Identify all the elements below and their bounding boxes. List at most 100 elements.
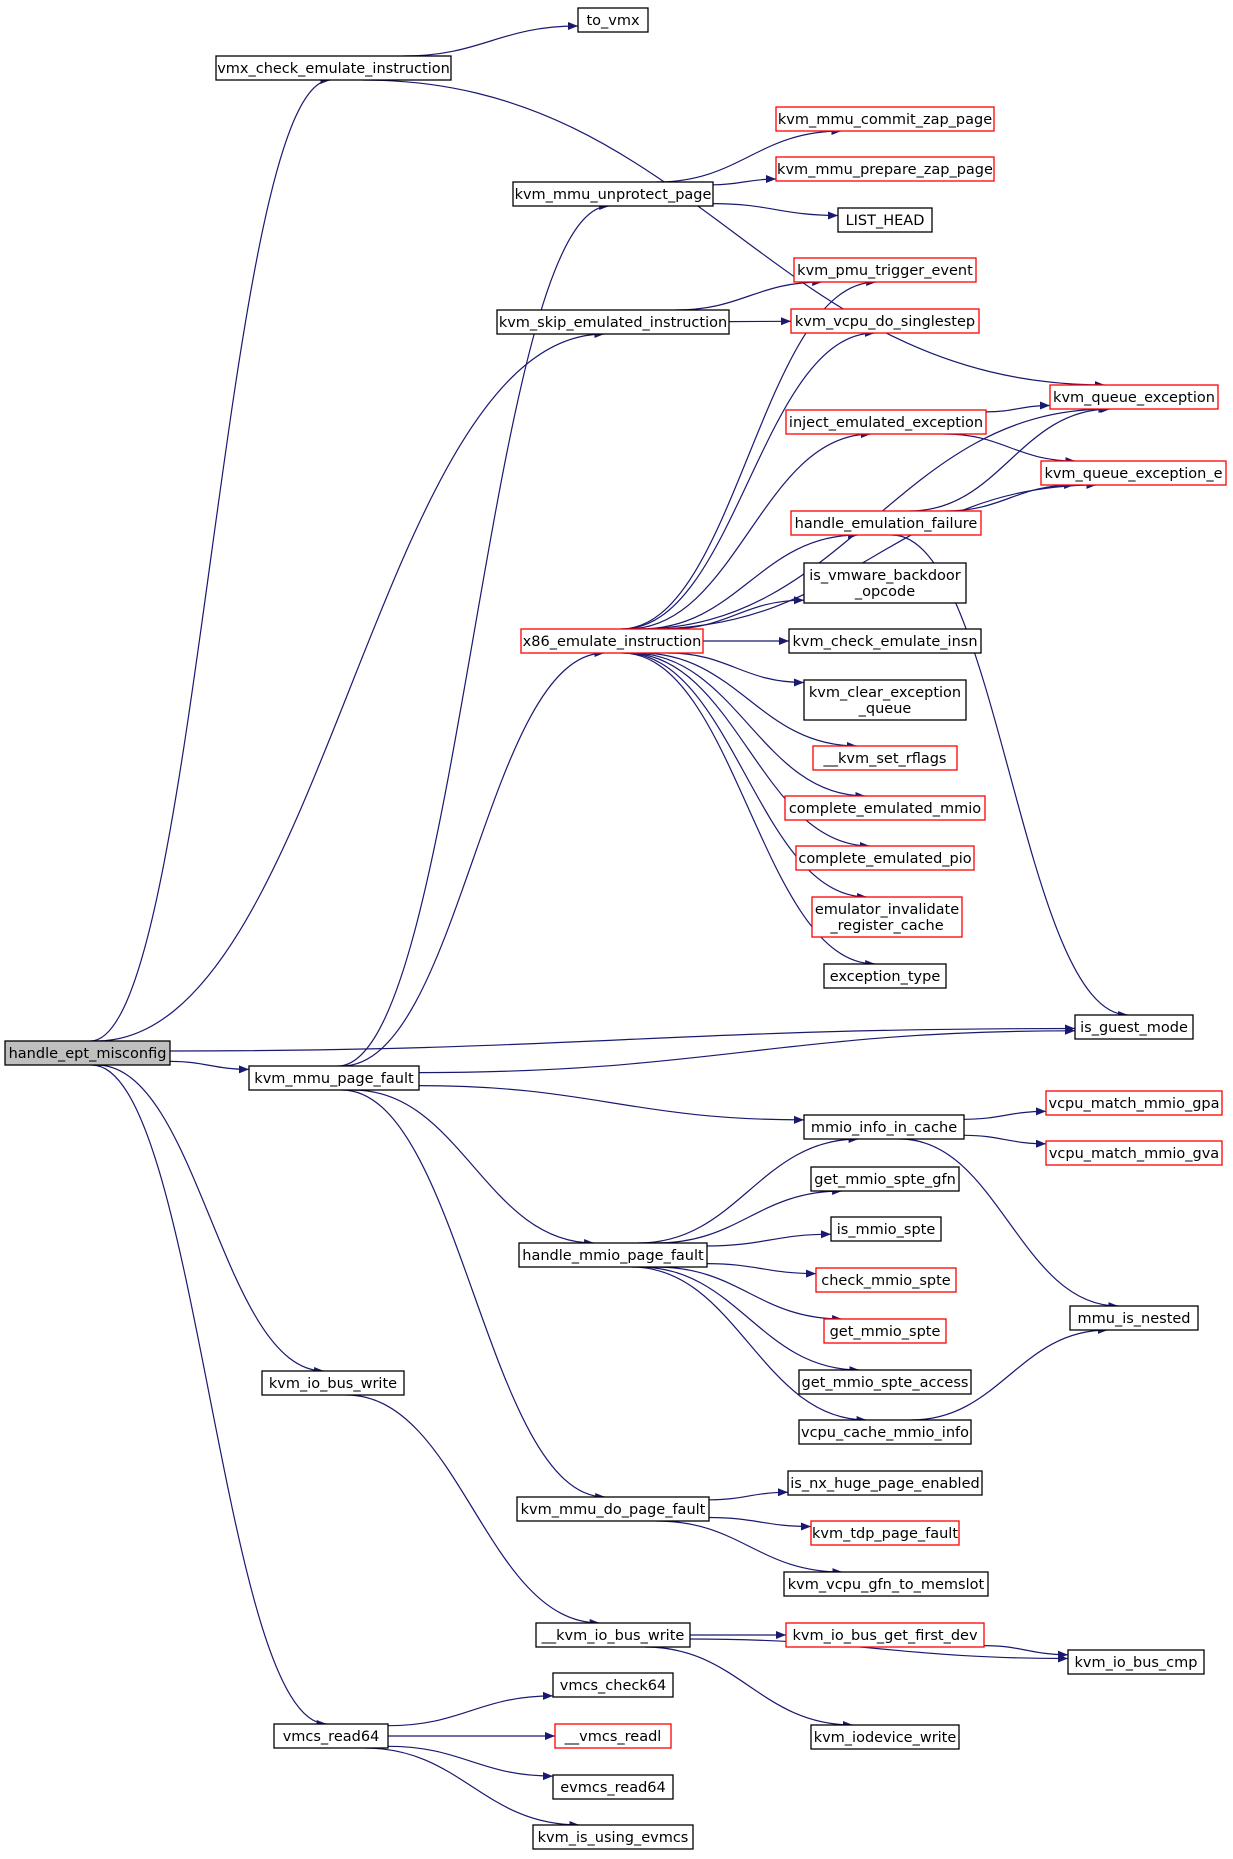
- node-kvm_is_using_evmcs[interactable]: kvm_is_using_evmcs: [532, 1824, 694, 1850]
- node-label: vcpu_cache_mmio_info: [801, 1425, 969, 1441]
- node-vmcs_read64[interactable]: vmcs_read64: [273, 1723, 389, 1749]
- node-check_mmio_spte[interactable]: check_mmio_spte: [815, 1267, 957, 1293]
- node-box: [520, 628, 704, 654]
- edge-kvm_mmu_do_page_fault-to-is_nx_huge_page_enabled: [708, 1488, 789, 1501]
- node-complete_emulated_pio[interactable]: complete_emulated_pio: [795, 845, 975, 871]
- edge-x86_emulate_instruction-to-inject_emulated_exception: [626, 430, 872, 630]
- node-label: inject_emulated_exception: [789, 415, 983, 431]
- edge-kvm_mmu_do_page_fault-to-kvm_tdp_page_fault: [708, 1516, 812, 1531]
- node-is_guest_mode[interactable]: is_guest_mode: [1074, 1014, 1194, 1040]
- edge-kvm_io_bus_write-to-__kvm_io_bus_write: [346, 1394, 600, 1627]
- node-label: complete_emulated_pio: [798, 851, 971, 867]
- node-label: evmcs_read64: [560, 1780, 666, 1796]
- node-x86_emulate_instruction[interactable]: x86_emulate_instruction: [520, 628, 704, 654]
- node-is_mmio_spte[interactable]: is_mmio_spte: [830, 1216, 942, 1242]
- node-handle_ept_misconfig[interactable]: handle_ept_misconfig: [4, 1040, 171, 1066]
- node-label: kvm_queue_exception_e: [1044, 466, 1222, 482]
- node-label: mmu_is_nested: [1078, 1311, 1191, 1327]
- node-kvm_tdp_page_fault[interactable]: kvm_tdp_page_fault: [810, 1520, 960, 1546]
- node-label: is_vmware_backdoor: [809, 568, 961, 584]
- node-box: [1069, 1305, 1199, 1331]
- node-kvm_io_bus_get_first_dev[interactable]: kvm_io_bus_get_first_dev: [785, 1622, 985, 1648]
- node-mmio_info_in_cache[interactable]: mmio_info_in_cache: [803, 1114, 965, 1140]
- node-evmcs_read64[interactable]: evmcs_read64: [552, 1774, 674, 1800]
- node-kvm_clear_exception_queue[interactable]: kvm_clear_exception_queue: [803, 679, 967, 721]
- node-kvm_mmu_page_fault[interactable]: kvm_mmu_page_fault: [248, 1065, 420, 1091]
- node-get_mmio_spte_access[interactable]: get_mmio_spte_access: [798, 1369, 972, 1395]
- node-vcpu_match_mmio_gpa[interactable]: vcpu_match_mmio_gpa: [1045, 1090, 1223, 1116]
- node-label: handle_mmio_page_fault: [522, 1248, 704, 1264]
- node-mmu_is_nested[interactable]: mmu_is_nested: [1069, 1305, 1199, 1331]
- node-kvm_queue_exception[interactable]: kvm_queue_exception: [1049, 384, 1219, 410]
- node-handle_mmio_page_fault[interactable]: handle_mmio_page_fault: [518, 1242, 708, 1268]
- node-kvm_io_bus_cmp[interactable]: kvm_io_bus_cmp: [1067, 1649, 1205, 1675]
- node-label: kvm_mmu_commit_zap_page: [778, 112, 992, 128]
- node-kvm_iodevice_write[interactable]: kvm_iodevice_write: [810, 1724, 960, 1750]
- node-to_vmx[interactable]: to_vmx: [577, 7, 649, 33]
- node-kvm_io_bus_write[interactable]: kvm_io_bus_write: [261, 1370, 405, 1396]
- node-LIST_HEAD[interactable]: LIST_HEAD: [837, 207, 933, 233]
- edge-handle_emulation_failure-to-kvm_queue_exception_e: [945, 481, 1075, 512]
- node-kvm_mmu_prepare_zap_page[interactable]: kvm_mmu_prepare_zap_page: [775, 156, 995, 182]
- node-label: kvm_is_using_evmcs: [538, 1830, 689, 1846]
- edge-mmio_info_in_cache-to-vcpu_match_mmio_gva: [963, 1134, 1047, 1148]
- edge-handle_ept_misconfig-to-kvm_io_bus_write: [96, 1064, 325, 1375]
- node-handle_emulation_failure[interactable]: handle_emulation_failure: [790, 510, 982, 536]
- edge-kvm_mmu_page_fault-to-kvm_mmu_do_page_fault: [341, 1089, 606, 1501]
- node-is_nx_huge_page_enabled[interactable]: is_nx_huge_page_enabled: [787, 1470, 983, 1496]
- node-kvm_mmu_unprotect_page[interactable]: kvm_mmu_unprotect_page: [512, 181, 714, 207]
- node-is_vmware_backdoor_opcode[interactable]: is_vmware_backdoor_opcode: [803, 562, 967, 604]
- node-label: __kvm_set_rflags: [822, 751, 946, 767]
- node-kvm_mmu_do_page_fault[interactable]: kvm_mmu_do_page_fault: [516, 1496, 710, 1522]
- node-vmcs_check64[interactable]: vmcs_check64: [552, 1672, 674, 1698]
- edge-inject_emulated_exception-to-kvm_queue_exception: [985, 401, 1051, 413]
- edge-mmio_info_in_cache-to-vcpu_match_mmio_gpa: [963, 1107, 1047, 1120]
- node-vcpu_match_mmio_gva[interactable]: vcpu_match_mmio_gva: [1045, 1140, 1223, 1166]
- edge-kvm_mmu_page_fault-to-x86_emulate_instruction: [341, 649, 605, 1067]
- node-box: [512, 181, 714, 207]
- node-kvm_vcpu_gfn_to_memslot[interactable]: kvm_vcpu_gfn_to_memslot: [783, 1571, 989, 1597]
- edge-vmcs_read64-to-kvm_is_using_evmcs: [364, 1747, 580, 1829]
- node-box: [784, 795, 986, 821]
- node-kvm_queue_exception_e[interactable]: kvm_queue_exception_e: [1040, 460, 1227, 486]
- node-label: handle_emulation_failure: [795, 516, 978, 532]
- node-kvm_skip_emulated_instruction[interactable]: kvm_skip_emulated_instruction: [496, 309, 730, 335]
- edge-x86_emulate_instruction-to-kvm_pmu_trigger_event: [620, 278, 877, 630]
- node-emulator_invalidate_register_cache[interactable]: emulator_invalidate_register_cache: [811, 896, 963, 938]
- node-label: kvm_tdp_page_fault: [812, 1526, 958, 1542]
- node-get_mmio_spte_gfn[interactable]: get_mmio_spte_gfn: [810, 1166, 960, 1192]
- node-kvm_mmu_commit_zap_page[interactable]: kvm_mmu_commit_zap_page: [775, 106, 995, 132]
- node-kvm_check_emulate_insn[interactable]: kvm_check_emulate_insn: [788, 628, 982, 654]
- node-label: kvm_mmu_unprotect_page: [515, 187, 712, 203]
- node-box: [1040, 460, 1227, 486]
- node-__kvm_io_bus_write[interactable]: __kvm_io_bus_write: [535, 1622, 691, 1648]
- node-exception_type[interactable]: exception_type: [823, 963, 947, 989]
- node-box: [1045, 1090, 1223, 1116]
- node-label: kvm_pmu_trigger_event: [797, 263, 973, 279]
- node-box: [837, 207, 933, 233]
- node-box: [803, 562, 967, 604]
- node-label: get_mmio_spte: [830, 1324, 941, 1340]
- node-box: [273, 1723, 389, 1749]
- node-__kvm_set_rflags[interactable]: __kvm_set_rflags: [812, 745, 958, 771]
- node-complete_emulated_mmio[interactable]: complete_emulated_mmio: [784, 795, 986, 821]
- edge-kvm_mmu_page_fault-to-mmio_info_in_cache: [418, 1085, 805, 1124]
- node-kvm_pmu_trigger_event[interactable]: kvm_pmu_trigger_event: [793, 257, 977, 283]
- node-box: [798, 1369, 972, 1395]
- node-__vmcs_readl[interactable]: __vmcs_readl: [554, 1723, 672, 1749]
- node-inject_emulated_exception[interactable]: inject_emulated_exception: [785, 409, 987, 435]
- node-box: [552, 1672, 674, 1698]
- edge-x86_emulate_instruction-to-exception_type: [621, 652, 876, 968]
- node-vmx_check_emulate_instruction[interactable]: vmx_check_emulate_instruction: [215, 55, 452, 81]
- edge-handle_ept_misconfig-to-vmcs_read64: [91, 1064, 327, 1728]
- node-vcpu_cache_mmio_info[interactable]: vcpu_cache_mmio_info: [798, 1419, 972, 1445]
- node-get_mmio_spte[interactable]: get_mmio_spte: [823, 1318, 947, 1344]
- node-label: is_nx_huge_page_enabled: [790, 1476, 979, 1492]
- node-box: [793, 257, 977, 283]
- node-box: [1045, 1140, 1223, 1166]
- node-label: kvm_mmu_prepare_zap_page: [777, 162, 993, 178]
- node-box: [803, 679, 967, 721]
- node-kvm_vcpu_do_singlestep[interactable]: kvm_vcpu_do_singlestep: [790, 308, 980, 334]
- node-label: check_mmio_spte: [821, 1273, 951, 1289]
- node-label: x86_emulate_instruction: [523, 634, 702, 650]
